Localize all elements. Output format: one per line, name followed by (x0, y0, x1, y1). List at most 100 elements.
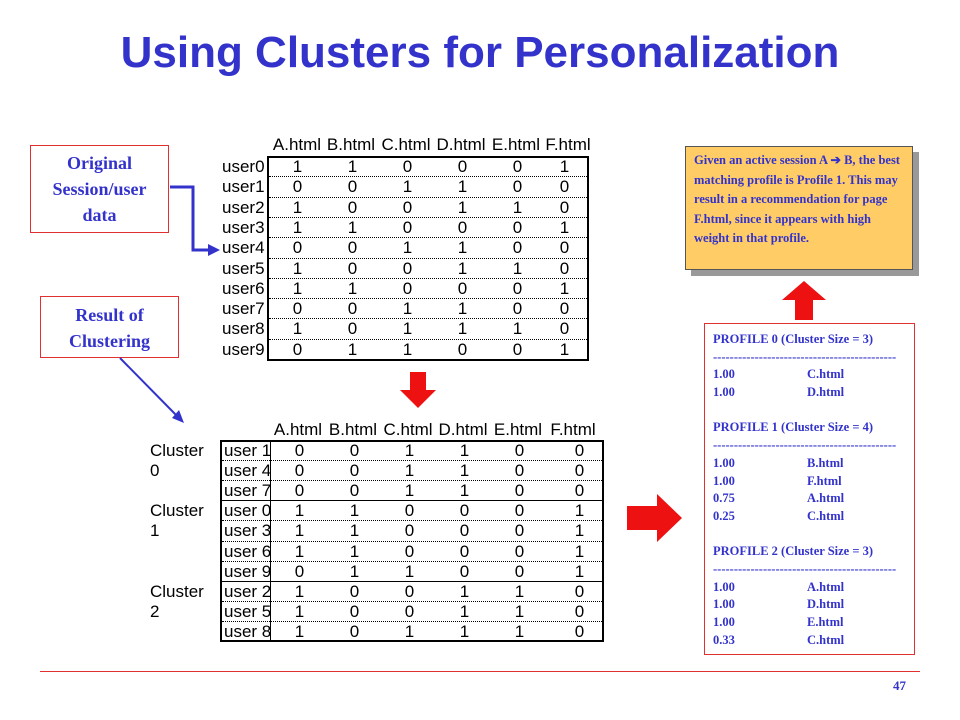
clustered-cell: 1 (459, 601, 470, 621)
clustered-cell: 0 (349, 441, 360, 460)
clustered-row-user: user 9 (224, 561, 272, 581)
original-cell: 1 (457, 258, 468, 278)
clustered-cell: 1 (349, 541, 360, 561)
clustered-row-user: user 6 (224, 541, 272, 561)
footer-divider (40, 671, 920, 672)
clustered-col-header: B.html (328, 420, 378, 439)
original-connector-arrowhead (208, 244, 220, 256)
profile-item-weight: 0.33 (713, 632, 735, 647)
original-col-header: F.html (545, 135, 591, 154)
profile-item-weight: 1.00 (713, 367, 735, 382)
original-cell: 0 (347, 258, 358, 278)
original-cell: 0 (402, 258, 413, 278)
clustered-cell: 1 (349, 561, 360, 581)
profile-spacer (713, 402, 906, 420)
clustered-cell: 0 (514, 481, 525, 501)
original-cell: 0 (347, 319, 358, 339)
clustered-cell: 1 (459, 481, 470, 501)
original-cell: 0 (559, 238, 570, 258)
clustering-result-label: Result of Clustering (40, 296, 179, 358)
original-cell: 0 (347, 238, 358, 258)
clustered-row-user: user 4 (224, 461, 272, 481)
down-arrow-icon (400, 372, 436, 408)
original-cell: 0 (512, 238, 523, 258)
cluster-label: Cluster 2 (150, 581, 204, 621)
original-row-user: user2 (222, 197, 265, 217)
original-cell: 0 (402, 217, 413, 237)
original-cell: 0 (512, 157, 523, 176)
clustered-row-divider (222, 560, 602, 562)
clustered-cell: 1 (404, 461, 415, 481)
clustered-cell: 0 (459, 521, 470, 541)
clustered-cell: 0 (404, 521, 415, 541)
original-row-divider (269, 257, 587, 259)
original-row-user: user3 (222, 217, 265, 237)
original-cell: 1 (292, 278, 303, 298)
original-cell: 1 (402, 319, 413, 339)
clustered-row-divider (222, 620, 602, 622)
original-cell: 1 (292, 258, 303, 278)
original-cell: 1 (559, 217, 570, 237)
clustered-cell: 1 (574, 561, 585, 581)
clustered-cell: 1 (459, 461, 470, 481)
original-row-divider (269, 298, 587, 300)
clustered-row-divider (222, 520, 602, 522)
original-row-user: user5 (222, 258, 265, 278)
original-cell: 1 (402, 339, 413, 359)
clustered-cell: 1 (294, 501, 305, 521)
original-cell: 1 (457, 197, 468, 217)
original-col-header: B.html (326, 135, 376, 154)
original-cell: 0 (402, 197, 413, 217)
profile-separator: ----------------------------------------… (713, 561, 897, 576)
profile-item-weight: 0.25 (713, 508, 735, 523)
clustered-cell: 0 (514, 461, 525, 481)
original-row-user: user8 (222, 319, 265, 339)
profile-spacer (713, 526, 906, 544)
original-cell: 0 (559, 258, 570, 278)
clustered-cell: 0 (349, 601, 360, 621)
profile-item-weight: 1.00 (713, 473, 735, 488)
original-cell: 0 (347, 177, 358, 197)
up-arrow-icon (782, 281, 826, 320)
original-label-line2: Session/user (52, 179, 147, 199)
clustered-row-divider (222, 540, 602, 542)
clustered-cell: 0 (574, 601, 585, 621)
clustered-cell: 1 (459, 441, 470, 460)
original-cell: 0 (512, 217, 523, 237)
clustered-col-header: F.html (550, 420, 596, 439)
original-row-user: user4 (222, 238, 265, 258)
profile-item-page: A.html (807, 491, 845, 506)
clustered-cell: 0 (514, 521, 525, 541)
original-col-header: A.html (272, 135, 322, 154)
clustered-cell: 1 (294, 521, 305, 541)
original-cell: 1 (292, 157, 303, 176)
original-cell: 1 (512, 197, 523, 217)
profile-item-weight: 0.75 (713, 491, 735, 506)
original-row-user: user9 (222, 339, 265, 359)
original-cell: 0 (559, 177, 570, 197)
clustered-row-user: user 3 (224, 521, 272, 541)
original-cell: 1 (292, 217, 303, 237)
original-cell: 0 (292, 339, 303, 359)
original-cell: 1 (457, 319, 468, 339)
original-cell: 1 (457, 238, 468, 258)
original-cell: 0 (457, 217, 468, 237)
original-row-user: user0 (222, 157, 265, 176)
clustered-cell: 0 (349, 621, 360, 641)
clustered-col-header: E.html (493, 420, 543, 439)
original-cell: 1 (559, 339, 570, 359)
clustered-cell: 0 (514, 441, 525, 460)
profile-item-page: C.html (807, 508, 845, 523)
clustered-cell: 1 (574, 501, 585, 521)
right-arrow-icon (627, 494, 682, 542)
clustered-row-user: user 8 (224, 621, 272, 641)
profile-item-page: D.html (807, 597, 845, 612)
clustered-cell: 1 (349, 501, 360, 521)
page-number: 47 (893, 678, 906, 693)
profile-item-page: C.html (807, 367, 845, 382)
original-cell: 0 (292, 299, 303, 319)
original-cell: 1 (559, 157, 570, 176)
original-row-divider (269, 318, 587, 320)
